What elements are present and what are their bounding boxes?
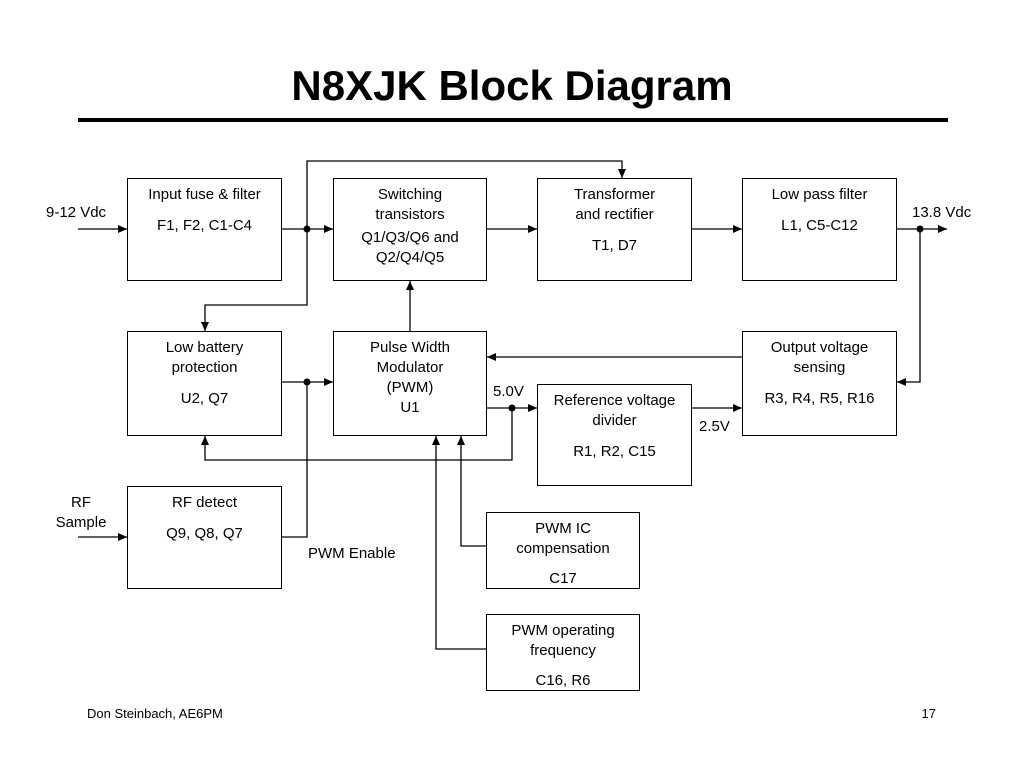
- block-pulse-width-modulator: Pulse Width Modulator (PWM) U1: [333, 331, 487, 436]
- block-parts: R3, R4, R5, R16: [764, 390, 875, 407]
- junction-dot-5v: [508, 404, 516, 412]
- wire-branch-to-low-battery: [201, 229, 308, 331]
- block-parts: Q9, Q8, Q7: [166, 525, 243, 542]
- block-reference-voltage-divider: Reference voltage divider R1, R2, C15: [537, 384, 692, 486]
- wire-5v-to-low-battery: [201, 408, 513, 461]
- block-title: Low battery protection: [165, 339, 244, 376]
- block-parts: Q1/Q3/Q6 and Q2/Q4/Q5: [361, 229, 459, 266]
- slide-title: N8XJK Block Diagram: [291, 62, 733, 109]
- block-parts: L1, C5-C12: [781, 217, 858, 234]
- junction-dot-input: [303, 225, 311, 233]
- block-parts: U2, Q7: [180, 390, 229, 407]
- wire-branch-to-transformer: [306, 160, 626, 229]
- block-pwm-ic-compensation: PWM IC compensation C17: [486, 512, 640, 589]
- junction-dot-output: [916, 225, 924, 233]
- block-parts: F1, F2, C1-C4: [156, 217, 253, 234]
- block-parts: C17: [549, 570, 577, 587]
- block-title: Transformer and rectifier: [573, 186, 656, 223]
- block-parts: R1, R2, C15: [573, 443, 656, 460]
- label-output-voltage: 13.8 Vdc: [912, 204, 972, 221]
- block-parts: T1, D7: [591, 237, 637, 254]
- block-output-voltage-sensing: Output voltage sensing R3, R4, R5, R16: [742, 331, 897, 436]
- block-low-pass-filter: Low pass filter L1, C5-C12: [742, 178, 897, 281]
- block-pwm-operating-frequency: PWM operating frequency C16, R6: [486, 614, 640, 691]
- block-title: Low pass filter: [771, 186, 868, 203]
- wire-frequency-to-pwm: [432, 436, 487, 650]
- block-title: PWM operating frequency: [511, 622, 615, 659]
- block-title: Input fuse & filter: [148, 186, 261, 203]
- block-transformer-rectifier: Transformer and rectifier T1, D7: [537, 178, 692, 281]
- block-title: PWM IC compensation: [516, 520, 610, 557]
- block-title: Pulse Width Modulator (PWM): [369, 339, 451, 396]
- block-input-fuse-filter: Input fuse & filter F1, F2, C1-C4: [127, 178, 282, 281]
- junction-dot-enable: [303, 378, 311, 386]
- label-rf-sample: RF Sample: [55, 494, 107, 531]
- wire-compensation-to-pwm: [457, 436, 487, 547]
- block-switching-transistors: Switching transistors Q1/Q3/Q6 and Q2/Q4…: [333, 178, 487, 281]
- block-low-battery-protection: Low battery protection U2, Q7: [127, 331, 282, 436]
- block-title: RF detect: [171, 494, 238, 511]
- label-5v: 5.0V: [493, 383, 524, 400]
- block-rf-detect: RF detect Q9, Q8, Q7: [127, 486, 282, 589]
- wire-rf-to-enable: [282, 382, 308, 538]
- wire-output-to-sensing: [897, 229, 921, 386]
- label-2v5: 2.5V: [699, 418, 730, 435]
- title-rule: [78, 118, 948, 122]
- label-pwm-enable: PWM Enable: [308, 545, 396, 562]
- block-title: Switching transistors: [375, 186, 445, 223]
- label-input-voltage: 9-12 Vdc: [46, 204, 107, 221]
- page-number: 17: [921, 706, 936, 721]
- block-title: Reference voltage divider: [553, 392, 676, 429]
- block-parts: C16, R6: [535, 672, 591, 689]
- footer-author: Don Steinbach, AE6PM: [87, 706, 223, 721]
- block-parts: U1: [400, 399, 420, 416]
- block-title: Output voltage sensing: [770, 339, 869, 376]
